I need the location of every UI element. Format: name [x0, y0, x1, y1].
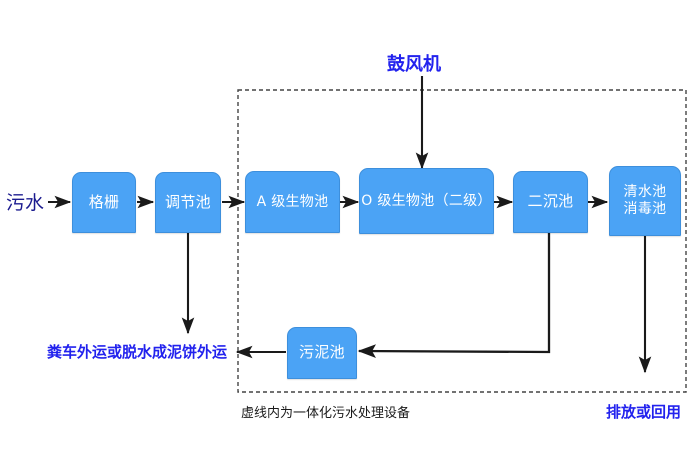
node-bio-tank-o[interactable]: O 级生物池（二级）	[359, 168, 494, 234]
node-secondary-clarifier-label: 二沉池	[527, 192, 574, 211]
dashed-enclosure	[237, 89, 687, 393]
label-blower: 鼓风机	[387, 54, 441, 75]
label-influent: 污水	[6, 192, 45, 214]
label-dashed-group-caption: 虚线内为一体化污水处理设备	[241, 406, 411, 421]
node-grid-label: 格栅	[88, 192, 120, 211]
node-clear-well[interactable]: 清水池 消毒池	[609, 166, 681, 236]
node-sludge-tank[interactable]: 污泥池	[287, 327, 357, 379]
node-secondary-clarifier[interactable]: 二沉池	[513, 171, 588, 233]
arrow-clarifier-to-sludge	[357, 233, 551, 358]
node-grid[interactable]: 格栅	[72, 172, 136, 233]
node-bio-tank-o-label: O 级生物池（二级）	[361, 192, 492, 209]
node-regulating-tank-label: 调节池	[165, 192, 211, 211]
node-regulating-tank[interactable]: 调节池	[155, 172, 221, 233]
node-bio-tank-a[interactable]: A 级生物池	[245, 171, 340, 233]
node-clear-well-label-line1: 清水池	[623, 184, 667, 201]
node-bio-tank-a-label: A 级生物池	[256, 193, 329, 210]
node-clear-well-label-line2: 消毒池	[623, 201, 667, 217]
node-sludge-tank-label: 污泥池	[299, 343, 345, 362]
label-effluent-discharge-reuse: 排放或回用	[606, 403, 682, 421]
label-sludge-haul-away: 粪车外运或脱水成泥饼外运	[47, 343, 228, 361]
